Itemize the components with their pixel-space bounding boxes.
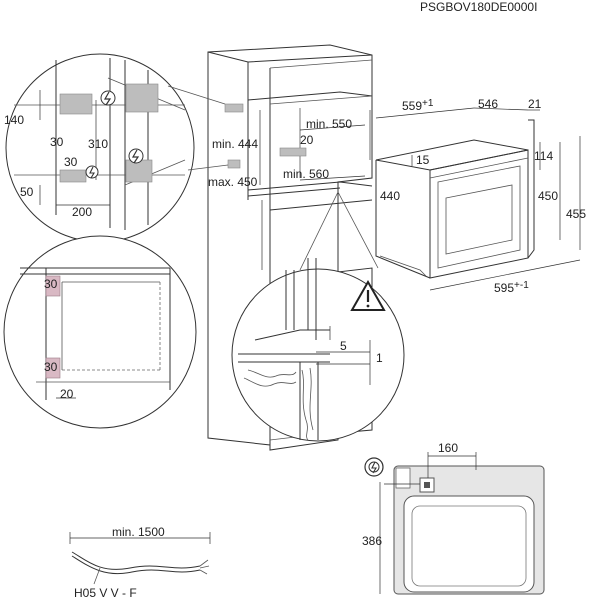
appliance-drawing [369,107,581,291]
detail-label-30b: 30 [64,155,78,169]
rear-386-label: 386 [362,534,382,548]
cable-type-label: H05 V V - F [74,586,137,600]
power-plug-icon [364,457,384,477]
appliance-depth-label: 559+1 [402,98,434,113]
gap-label-5: 5 [340,339,347,353]
gap-label-1: 1 [376,351,383,365]
niche-bottom-width-label: min. 560 [283,167,329,181]
detail-label-50: 50 [20,185,34,199]
niche-top-gap-label: 20 [300,133,314,147]
rear-view [379,452,545,595]
detail-label-140: 140 [4,113,24,127]
detail-label-310: 310 [88,137,108,151]
appliance-114-label: 114 [534,149,553,163]
niche-top-width-label: min. 550 [306,117,352,131]
detail-label-200: 200 [72,205,92,219]
connection-detail [5,53,229,243]
cabinet-niche [207,44,373,451]
appliance-width-label: 595+-1 [494,280,529,295]
model-code: PSGBOV180DE0000I [420,0,537,14]
warning-triangle-icon [350,279,386,311]
side-foot-label: 20 [60,387,74,401]
rear-160-label: 160 [438,441,458,455]
niche-top-height-label: min. 444 [212,137,258,151]
power-plug-icon [100,90,116,106]
side-bottom-label: 30 [44,360,58,374]
power-cable [69,532,211,585]
appliance-455-label: 455 [566,207,586,221]
side-detail [3,235,197,429]
gap-detail [231,191,405,442]
appliance-15-label: 15 [416,153,430,167]
appliance-440-label: 440 [380,189,400,203]
power-plug-icon [85,165,99,179]
power-plug-icon [128,148,144,164]
cable-length-label: min. 1500 [112,525,165,539]
appliance-panel-label: 21 [528,97,542,111]
niche-bottom-height-label: max. 450 [208,175,258,189]
detail-label-30a: 30 [50,135,64,149]
side-top-label: 30 [44,277,58,291]
appliance-front-depth-label: 546 [478,97,498,111]
appliance-450-label: 450 [538,189,558,203]
